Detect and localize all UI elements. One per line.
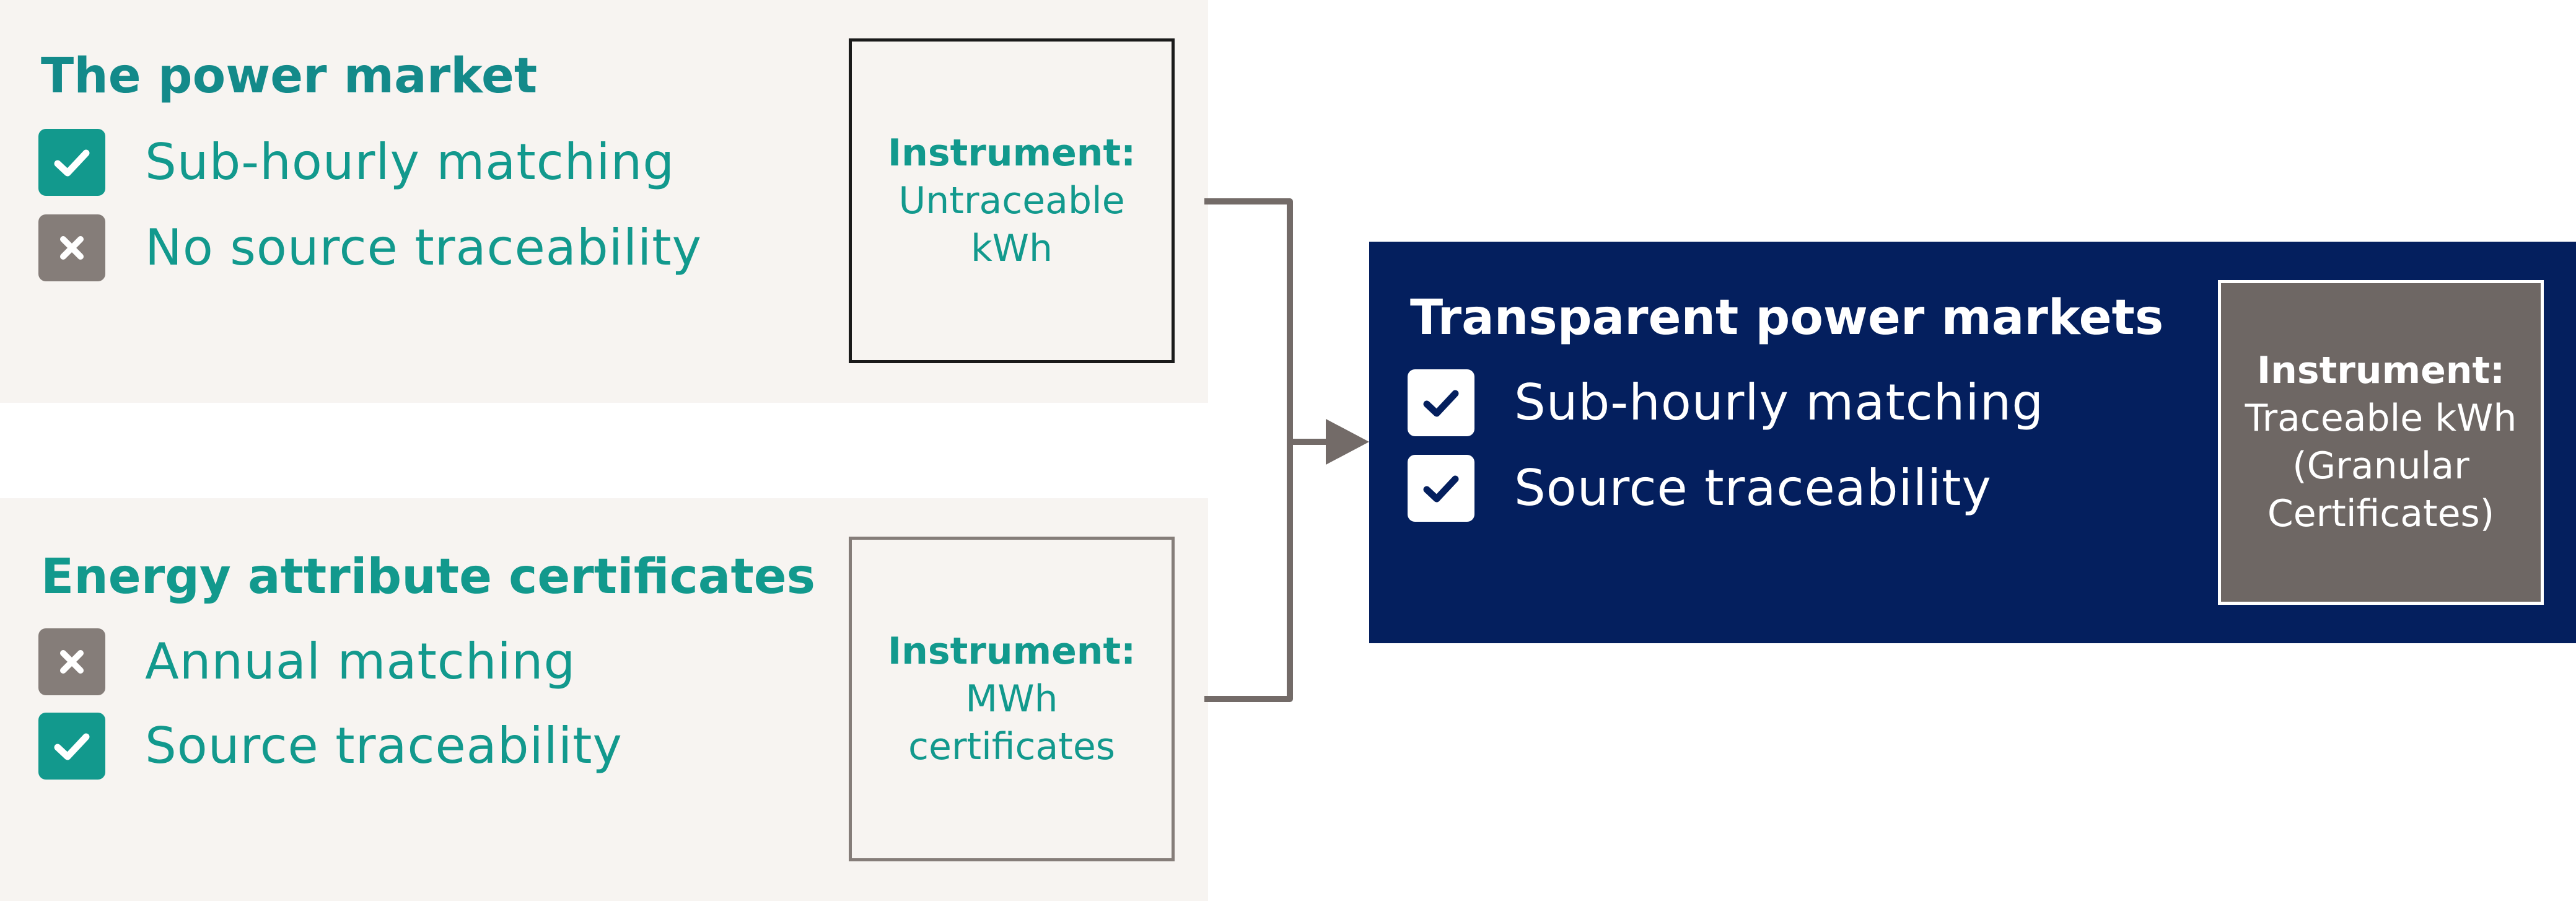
item-label: No source traceability: [145, 219, 702, 276]
panel-title: The power market: [41, 48, 538, 104]
instrument-box: Instrument: Traceable kWh (Granular Cert…: [2218, 280, 2544, 605]
instrument-value: Untraceable kWh: [898, 178, 1125, 270]
transparent-power-markets-panel: Transparent power markets Sub-hourly mat…: [1369, 242, 2576, 643]
panel-title: Energy attribute certificates: [41, 549, 816, 605]
list-item: Sub-hourly matching: [38, 129, 807, 196]
list-item: No source traceability: [38, 214, 807, 281]
item-label: Sub-hourly matching: [1514, 374, 2044, 431]
cross-icon: [38, 214, 105, 281]
list-item: Sub-hourly matching: [1408, 369, 2176, 436]
instrument-heading: Instrument:: [887, 629, 1136, 673]
instrument-box: Instrument: MWh certificates: [849, 537, 1175, 861]
list-item: Source traceability: [38, 713, 807, 780]
item-label: Source traceability: [1514, 459, 1992, 517]
instrument-box: Instrument: Untraceable kWh: [849, 38, 1175, 363]
instrument-value: Traceable kWh (Granular Certificates): [2245, 397, 2517, 535]
item-label: Annual matching: [145, 633, 576, 690]
list-item: Source traceability: [1408, 455, 2176, 522]
arrow-head-icon: [1326, 419, 1369, 465]
list-item: Annual matching: [38, 628, 807, 695]
item-label: Sub-hourly matching: [145, 133, 675, 191]
check-icon: [38, 129, 105, 196]
power-market-panel: The power market Sub-hourly matching No …: [0, 0, 1208, 403]
check-icon: [38, 713, 105, 780]
energy-attribute-certificates-panel: Energy attribute certificates Annual mat…: [0, 498, 1208, 901]
check-icon: [1408, 369, 1474, 436]
cross-icon: [38, 628, 105, 695]
instrument-value: MWh certificates: [908, 677, 1115, 768]
panel-title: Transparent power markets: [1410, 290, 2164, 346]
check-icon: [1408, 455, 1474, 522]
item-label: Source traceability: [145, 717, 623, 775]
connector-bracket: [1204, 198, 1293, 702]
instrument-heading: Instrument:: [2256, 349, 2505, 392]
instrument-heading: Instrument:: [887, 131, 1136, 175]
